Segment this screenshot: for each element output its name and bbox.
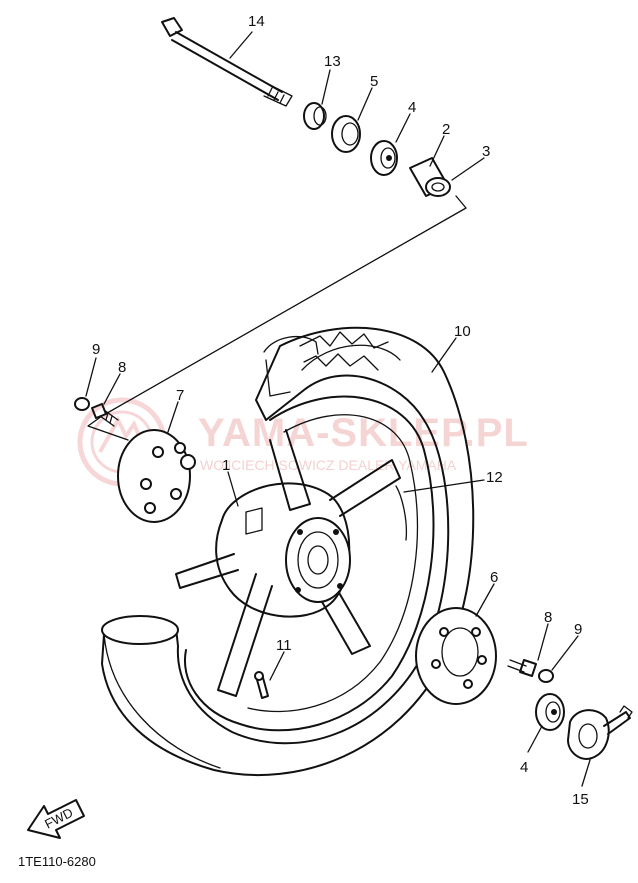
callout-9-left: 9: [92, 341, 100, 358]
callout-7: 7: [176, 387, 184, 404]
callouts: 14 13 5 4 2 3 10 9 8 7 1 12 6 8 9 11 4 1…: [92, 13, 589, 808]
bearing-lower: [535, 693, 565, 731]
callout-12: 12: [486, 469, 503, 486]
washer-left: [74, 397, 90, 411]
rim: [184, 395, 435, 732]
callout-9-right: 9: [574, 621, 582, 638]
spokes: [175, 429, 401, 697]
callout-15: 15: [572, 791, 589, 808]
brake-disc-left: [117, 429, 196, 523]
callout-13: 13: [324, 53, 341, 70]
callout-10: 10: [454, 323, 471, 340]
assembly-line: [87, 195, 467, 441]
callout-8-right: 8: [544, 609, 552, 626]
watermark: YAMA-SKLEP.PL WOJCIECH SOWICZ DEALER YAM…: [77, 397, 529, 487]
fwd-arrow-icon: FWD: [27, 799, 85, 839]
callout-8-left: 8: [118, 359, 126, 376]
bolt-right: [507, 659, 537, 677]
callout-11: 11: [276, 637, 292, 654]
callout-2: 2: [442, 121, 450, 138]
catalog-code: 1TE110-6280: [18, 854, 96, 869]
meter-gear-unit: [567, 705, 633, 760]
oil-seal-5: [331, 115, 361, 153]
callout-6: 6: [490, 569, 498, 586]
bolt-left: [91, 403, 119, 427]
brake-disc-right: [415, 607, 497, 705]
callout-5: 5: [370, 73, 378, 90]
hub: [215, 482, 351, 618]
washer-right: [538, 669, 554, 683]
leader-lines: [85, 31, 591, 787]
callout-4-lower: 4: [520, 759, 528, 776]
callout-3: 3: [482, 143, 490, 160]
tire: [101, 326, 475, 777]
collar: [303, 102, 327, 130]
callout-1: 1: [222, 457, 230, 474]
axle: [161, 17, 293, 107]
watermark-sub: WOJCIECH SOWICZ DEALER YAMAHA: [200, 457, 457, 473]
callout-14: 14: [248, 13, 265, 30]
callout-4-upper: 4: [408, 99, 416, 116]
valve: [254, 671, 269, 699]
spacer: [409, 157, 451, 197]
watermark-main: YAMA-SKLEP.PL: [198, 411, 529, 455]
bearing-upper: [370, 140, 398, 176]
